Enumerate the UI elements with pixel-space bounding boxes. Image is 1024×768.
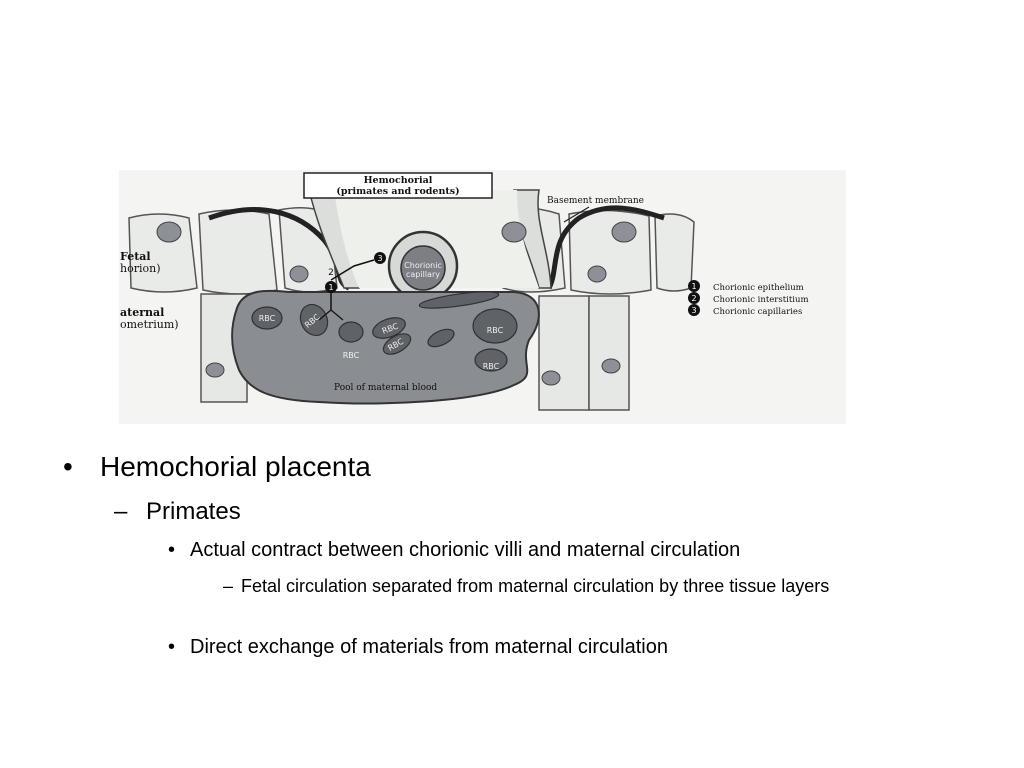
- maternal-label: aternal: [120, 306, 164, 319]
- bullet-primates: Primates: [146, 498, 241, 525]
- bullet-direct-exchange: Direct exchange of materials from matern…: [190, 636, 668, 658]
- rbc-label: RBC: [487, 326, 504, 335]
- endometrium-label: ometrium): [120, 318, 179, 331]
- legend-label-3: Chorionic capillaries: [713, 307, 802, 317]
- legend-marker-1: [688, 280, 700, 292]
- legend-label-2: Chorionic interstitium: [713, 295, 809, 305]
- bullet-actual-contract: Actual contract between chorionic villi …: [190, 539, 741, 561]
- diagram-subtitle: (primates and rodents): [336, 186, 459, 197]
- capillary-lumen: [400, 245, 446, 291]
- chorion-label: horion): [120, 262, 160, 275]
- bullet-hemochorial-placenta: Hemochorial placenta: [100, 451, 371, 482]
- rbc-label: RBC: [483, 362, 500, 371]
- legend-num-2: 2: [691, 294, 696, 303]
- maternal-cell-nuclei: [205, 358, 621, 386]
- legend-num-1: 1: [691, 282, 696, 291]
- basement-pointer: [563, 206, 590, 223]
- basement-membrane-right: [546, 205, 665, 290]
- layer-markers: 1 2 3: [318, 252, 386, 321]
- red-blood-cells: [251, 291, 518, 372]
- marker-2: 2: [328, 268, 334, 278]
- fetal-cell-nuclei: [156, 221, 637, 283]
- bullet-marker-l1: •: [63, 451, 73, 482]
- capillary-label-1: Chorionic: [404, 261, 442, 270]
- bullet-fetal-circulation: Fetal circulation separated from materna…: [241, 576, 830, 596]
- pool-label: Pool of maternal blood: [334, 383, 437, 393]
- title-box: [303, 172, 493, 199]
- marker-3: 3: [377, 254, 382, 263]
- legend: 1 Chorionic epithelium 2 Chorionic inter…: [688, 280, 809, 317]
- rbc-label: RBC: [343, 351, 360, 360]
- bullet-marker-l2: –: [114, 498, 128, 525]
- diagram-svg: Chorionic capillary Hemochorial (primate…: [119, 170, 846, 424]
- legend-num-3: 3: [691, 306, 696, 315]
- marker-1: 1: [328, 283, 333, 292]
- basement-membrane-label: Basement membrane: [547, 196, 644, 206]
- fetal-label: Fetal: [120, 250, 151, 263]
- placenta-diagram: Chorionic capillary Hemochorial (primate…: [119, 170, 846, 424]
- legend-marker-3: [688, 304, 700, 316]
- capillary-label-2: capillary: [406, 270, 440, 279]
- bullet-marker-l4: –: [223, 576, 234, 596]
- legend-label-1: Chorionic epithelium: [713, 283, 804, 293]
- bullet-marker-l3: •: [168, 539, 176, 561]
- rbc-label: RBC: [259, 314, 276, 323]
- bullet-marker-l3: •: [168, 636, 176, 658]
- diagram-title: Hemochorial: [364, 175, 433, 186]
- legend-marker-2: [688, 292, 700, 304]
